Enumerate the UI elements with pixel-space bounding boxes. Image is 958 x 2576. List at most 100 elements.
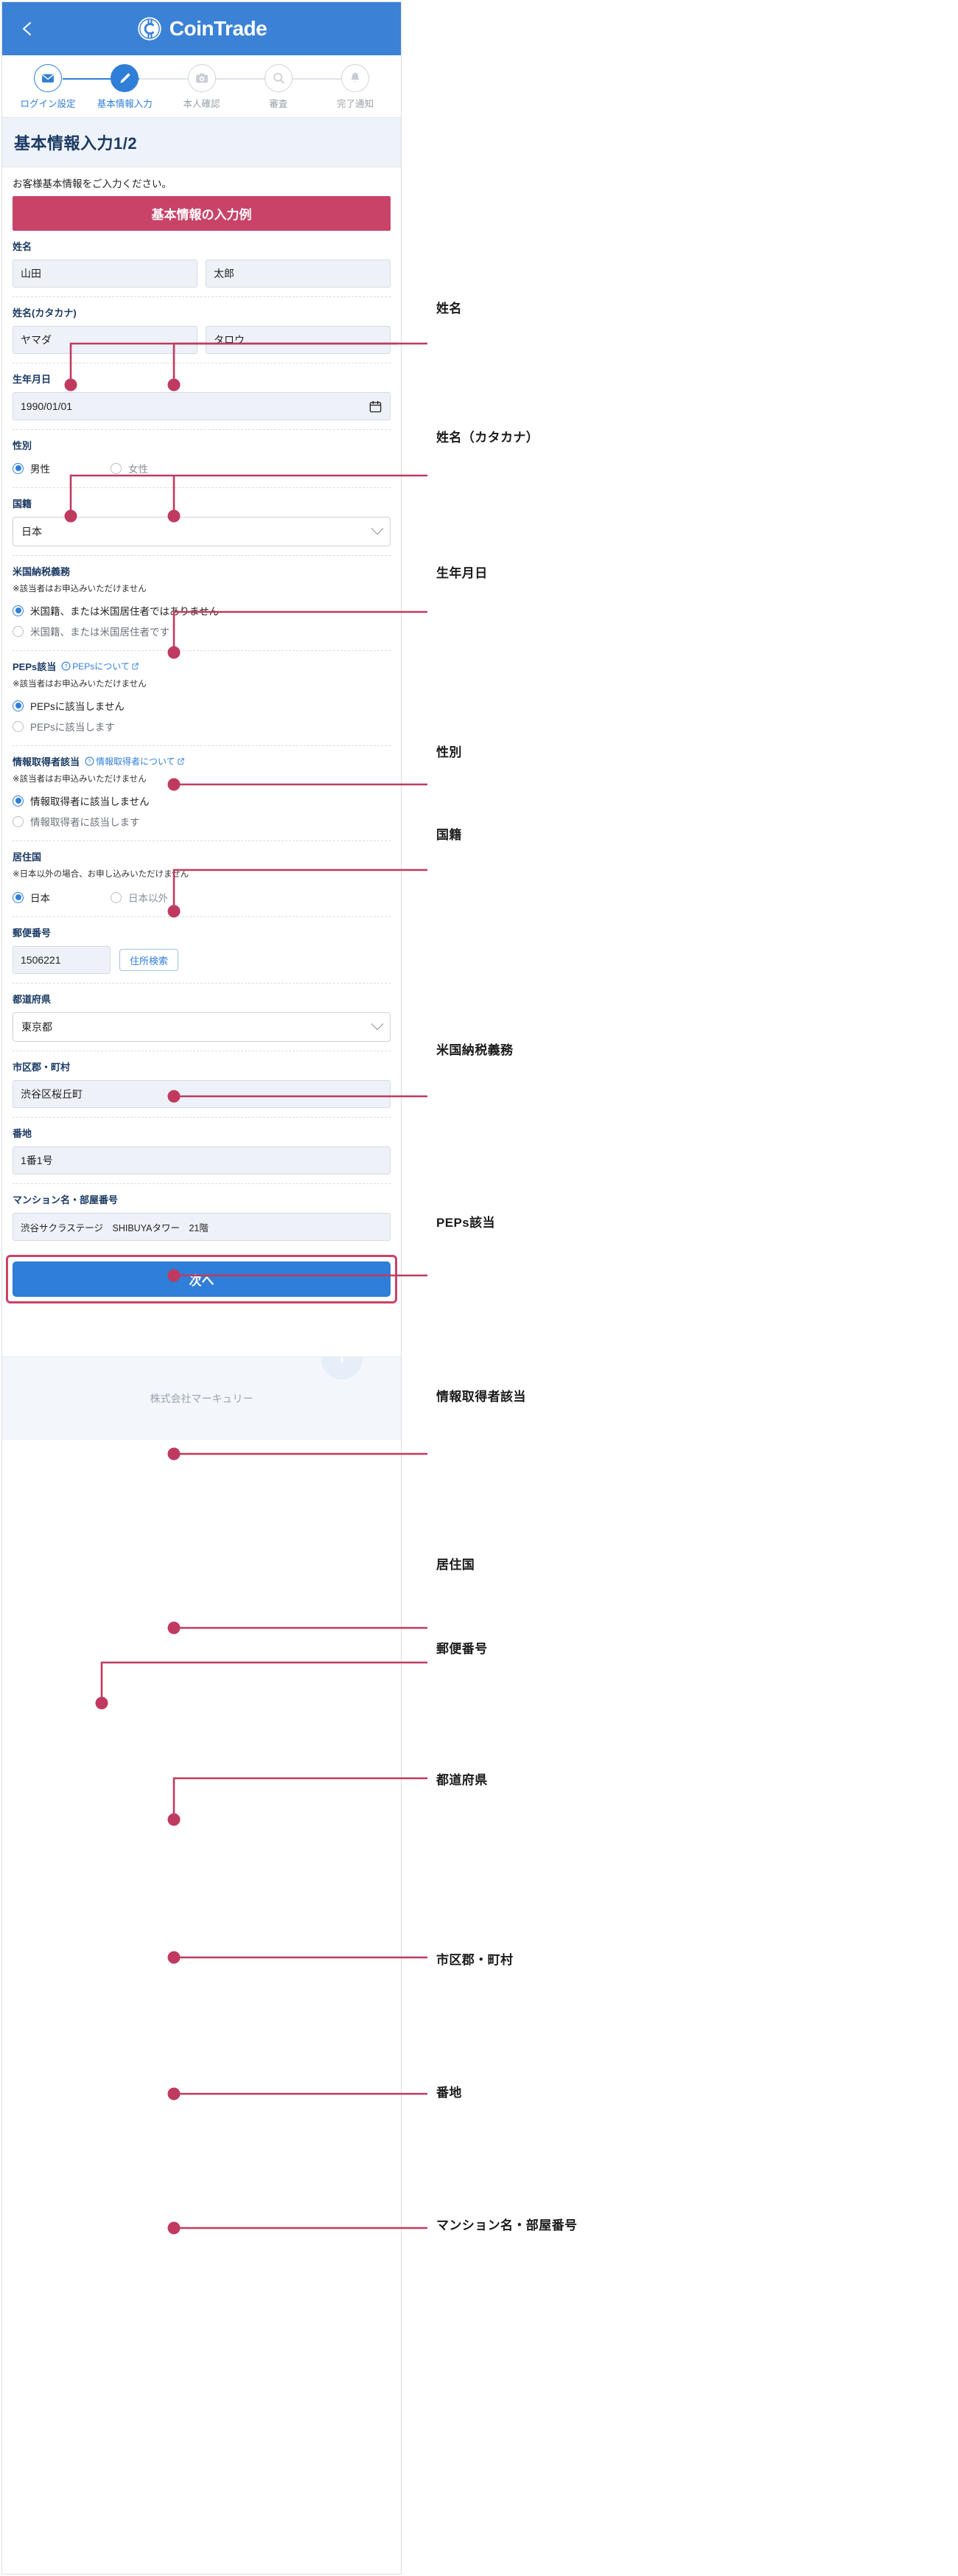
- step-review[interactable]: 審査: [240, 64, 317, 110]
- label-block: 番地: [13, 1128, 32, 1140]
- info-holder-help-link[interactable]: ? 情報取得者について: [85, 755, 185, 767]
- footer: 株式会社マーキュリー: [2, 1357, 401, 1441]
- residence-other-label: 日本以外: [128, 893, 168, 905]
- annotation-label: 国籍: [436, 828, 462, 843]
- label-gender: 性別: [13, 440, 32, 452]
- annotation-label: 姓名: [436, 301, 462, 316]
- field-city: 市区郡・町村 渋谷区桜丘町: [13, 1051, 391, 1118]
- step-connector-4: [293, 78, 369, 80]
- city-input[interactable]: 渋谷区桜丘町: [13, 1080, 391, 1109]
- field-zip: 郵便番号 1506221 住所検索: [13, 917, 391, 984]
- prefecture-value: 東京都: [21, 1021, 52, 1034]
- building-input[interactable]: 渋谷サクラステージ SHIBUYAタワー 21階: [13, 1213, 391, 1242]
- envelope-icon: [42, 74, 54, 83]
- step-completion-notice[interactable]: 完了通知: [317, 64, 394, 110]
- step-circle-1: [34, 64, 62, 92]
- residence-japan-label: 日本: [30, 893, 50, 905]
- radio-peps-yes-icon[interactable]: [13, 720, 24, 732]
- info-holder-option-no[interactable]: 情報取得者に該当しません: [13, 790, 391, 811]
- note-residence-country: ※日本以外の場合、お申し込みいただけません: [13, 870, 189, 880]
- app-bar: CoinTrade: [2, 2, 401, 55]
- field-us-tax: 米国納税義務 ※該当者はお申込みいただけません 米国籍、または米国居住者ではあり…: [13, 556, 391, 652]
- annotation-label: マンション名・部屋番号: [436, 2218, 578, 2232]
- step-connector-2: [139, 78, 216, 80]
- step-circle-2: [111, 64, 139, 92]
- radio-male-icon[interactable]: [13, 462, 24, 474]
- back-button[interactable]: [15, 16, 41, 41]
- info-holder-option-yes[interactable]: 情報取得者に該当します: [13, 811, 391, 832]
- peps-no-label: PEPsに該当しません: [30, 701, 125, 713]
- us-tax-option-no[interactable]: 米国籍、または米国居住者ではありません: [13, 600, 391, 621]
- info-holder-radios: 情報取得者に該当しません 情報取得者に該当します: [13, 790, 391, 832]
- block-input[interactable]: 1番1号: [13, 1146, 391, 1175]
- brand-logo[interactable]: CoinTrade: [136, 15, 268, 42]
- radio-other-icon[interactable]: [111, 891, 122, 903]
- progress-stepper: ログイン設定 基本情報入力: [2, 55, 401, 118]
- annotation-label: 姓名（カタカナ）: [436, 431, 539, 445]
- scroll-to-top-button[interactable]: [321, 1357, 363, 1380]
- label-info-holder: 情報取得者該当 ? 情報取得者について: [13, 754, 391, 768]
- info-holder-label-text: 情報取得者該当: [13, 756, 80, 768]
- nationality-value: 日本: [21, 526, 42, 538]
- radio-us-tax-yes-icon[interactable]: [13, 625, 24, 637]
- last-name-input[interactable]: 山田: [13, 260, 197, 288]
- form-content: お客様基本情報をご入力ください。 入力できない文字 基本情報の入力例 姓名 山田…: [2, 167, 401, 1250]
- gender-option-male[interactable]: 男性: [13, 458, 111, 478]
- external-link-icon: [178, 758, 184, 765]
- radio-us-tax-no-icon[interactable]: [13, 605, 24, 616]
- label-nationality: 国籍: [13, 498, 32, 510]
- camera-icon: [195, 73, 208, 83]
- field-building: マンション名・部屋番号 渋谷サクラステージ SHIBUYAタワー 21階: [13, 1184, 391, 1250]
- field-birthdate: 生年月日 1990/01/01: [13, 363, 391, 431]
- label-peps: PEPs該当 ? PEPsについて: [13, 659, 391, 673]
- next-button[interactable]: 次へ: [13, 1261, 391, 1298]
- last-name-kana-input[interactable]: ヤマダ: [13, 326, 197, 355]
- submit-area: 次へ: [2, 1250, 401, 1310]
- annotation-label: PEPs該当: [436, 1216, 495, 1230]
- first-name-input[interactable]: 太郎: [206, 260, 391, 288]
- step-connector-1: [63, 78, 139, 80]
- label-residence-country: 居住国: [13, 852, 42, 863]
- peps-option-no[interactable]: PEPsに該当しません: [13, 695, 391, 716]
- residence-option-other[interactable]: 日本以外: [111, 887, 209, 908]
- label-prefecture: 都道府県: [13, 994, 52, 1006]
- peps-link-text: PEPsについて: [72, 661, 130, 672]
- radio-peps-no-icon[interactable]: [13, 700, 24, 711]
- residence-option-japan[interactable]: 日本: [13, 887, 111, 908]
- step-basic-info[interactable]: 基本情報入力: [86, 64, 163, 110]
- step-identity-check[interactable]: 本人確認: [164, 64, 240, 110]
- field-name-kana: 姓名(カタカナ) ヤマダ タロウ: [13, 297, 391, 364]
- radio-female-icon[interactable]: [111, 462, 122, 474]
- prefecture-select[interactable]: 東京都: [13, 1012, 391, 1042]
- peps-option-yes[interactable]: PEPsに該当します: [13, 716, 391, 737]
- peps-yes-label: PEPsに該当します: [30, 722, 115, 734]
- annotation-label: 居住国: [436, 1557, 475, 1572]
- gender-option-female[interactable]: 女性: [111, 458, 209, 478]
- first-name-kana-input[interactable]: タロウ: [206, 326, 391, 355]
- address-search-button[interactable]: 住所検索: [119, 949, 179, 972]
- zip-input[interactable]: 1506221: [13, 946, 111, 975]
- radio-info-holder-no-icon[interactable]: [13, 795, 24, 807]
- us-tax-option-yes[interactable]: 米国籍、または米国居住者です: [13, 621, 391, 641]
- label-zip: 郵便番号: [13, 927, 52, 939]
- radio-info-holder-yes-icon[interactable]: [13, 815, 24, 827]
- calendar-icon[interactable]: [368, 400, 382, 414]
- label-us-tax: 米国納税義務: [13, 566, 71, 578]
- field-name: 姓名 山田 太郎: [13, 231, 391, 298]
- nationality-select[interactable]: 日本: [13, 517, 391, 547]
- gender-radios: 男性 女性: [13, 458, 391, 478]
- input-example-banner[interactable]: 基本情報の入力例: [13, 196, 391, 232]
- birthdate-input[interactable]: 1990/01/01: [13, 392, 391, 421]
- peps-help-link[interactable]: ? PEPsについて: [61, 660, 139, 672]
- radio-japan-icon[interactable]: [13, 891, 24, 903]
- info-holder-yes-label: 情報取得者に該当します: [30, 817, 140, 829]
- annotation-label: 情報取得者該当: [436, 1390, 526, 1404]
- us-tax-yes-label: 米国籍、または米国居住者です: [30, 627, 169, 638]
- step-connector-3: [216, 78, 293, 80]
- step-label-5: 完了通知: [336, 99, 374, 109]
- step-login-settings[interactable]: ログイン設定: [10, 64, 86, 110]
- birthdate-value: 1990/01/01: [21, 400, 73, 413]
- us-tax-radios: 米国籍、または米国居住者ではありません 米国籍、または米国居住者です: [13, 600, 391, 641]
- note-us-tax: ※該当者はお申込みいただけません: [13, 585, 147, 594]
- coin-logo-icon: [136, 15, 162, 42]
